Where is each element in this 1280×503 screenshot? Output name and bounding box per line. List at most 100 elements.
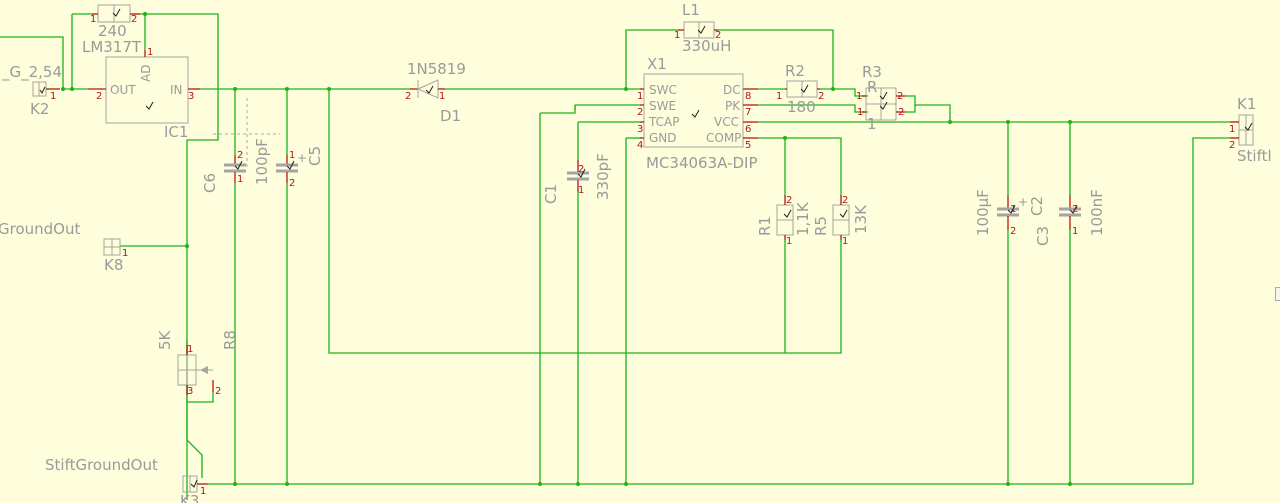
c5-name: C5 [306,146,324,166]
l1-name: L1 [682,1,700,19]
r5-pin1: 1 [842,236,848,247]
capacitor-c1[interactable]: 2 1 C1 330pF [542,153,612,204]
wires [0,13,1230,500]
k1-pin1: 1 [1229,124,1235,135]
r8-pin2: 2 [215,386,221,397]
x1-pin3: 3 [637,124,643,135]
capacitor-c2[interactable]: 1 2 + 100µF C2 [974,189,1046,237]
l1-pin1: 1 [674,30,680,41]
c2-pin1: 1 [1010,204,1016,215]
k8-name: K8 [104,256,123,274]
r5-pin2: 2 [842,195,848,206]
c6-pin1: 1 [237,174,243,185]
x1-pin-dc: DC [723,83,741,97]
d1-name: D1 [440,107,461,125]
x1-pin-tcap: TCAP [648,115,679,129]
inductor-l1[interactable]: 1 2 L1 330uH [674,1,731,55]
resistor-r2[interactable]: 1 2 R2 180 [776,62,824,116]
x1-pin-pk: PK [725,99,741,113]
r3-value: 1 [867,115,877,133]
r240-value: 240 [98,22,127,40]
connector-k1[interactable]: 1 2 K1 Stiftl [1229,95,1272,165]
x1-pin-swe: SWE [649,99,676,113]
junctions [61,12,1072,486]
connector-k3[interactable]: 1 K3 [180,475,208,503]
k3-name: K3 [180,492,199,503]
resistor-r1[interactable]: 2 1 R1 1,1K [756,195,812,247]
groundout-label: GroundOut [0,220,80,238]
r4-name: R [867,78,877,96]
regulator-ic1[interactable]: LM317T OUT IN AD 2 3 1 IC1 [82,38,200,141]
potentiometer-r8[interactable]: 1 3 2 5K R8 [156,329,239,397]
c2-plus: + [1018,195,1028,209]
r1-name: R1 [756,216,774,236]
ic1-pin-out: OUT [110,83,136,97]
ic-x1-mc34063a[interactable]: X1 SWC SWE TCAP GND DC PK VCC COMP 1 2 3… [637,55,758,172]
d1-pin2: 2 [405,91,411,102]
c3-value: 100nF [1088,189,1106,236]
c5-plus: + [297,151,307,165]
capacitor-c6[interactable]: 2 1 C6 100pF [201,138,271,193]
ic1-pin2: 2 [96,91,102,102]
x1-pin7: 7 [745,107,751,118]
ic1-pin-adj: AD [139,65,153,82]
c6-name: C6 [201,173,219,193]
resistor-240[interactable]: 1 2 240 [90,4,140,40]
r1-value: 1,1K [794,201,812,236]
r3-pin1: 1 [856,91,862,102]
capacitor-c5[interactable]: 1 2 + C5 [276,146,324,189]
stiftgroundout-label: StiftGroundOut [45,456,158,474]
d1-value: 1N5819 [407,60,466,78]
d1-pin1: 1 [439,91,445,102]
resistor-r4[interactable]: 1 2 1 [857,101,905,133]
c3-pin1: 1 [1072,226,1078,237]
c6-value: 100pF [253,138,271,185]
r3-pin2: 2 [897,91,903,102]
capacitor-c3[interactable]: 2 1 C3 100nF [1034,189,1106,246]
r1-pin1: 1 [786,236,792,247]
x1-pin8: 8 [745,91,751,102]
k1-net-label: Stiftl [1237,147,1272,165]
k2-name: K2 [30,100,49,118]
c2-name: C2 [1028,196,1046,216]
c1-pin1: 1 [578,185,584,196]
resistor-r3[interactable]: 1 2 R3 R [856,63,905,105]
x1-pin-swc: SWC [649,83,677,97]
k1-pin2: 2 [1229,140,1235,151]
c1-pin2: 2 [578,164,584,175]
x1-pin-gnd: GND [649,131,677,145]
scrollbar-stub[interactable] [1275,287,1280,301]
r8-pin1: 1 [187,344,193,355]
c3-pin2: 2 [1072,204,1078,215]
connector-k8[interactable]: 1 K8 [103,238,128,274]
ic1-pin3: 3 [188,91,194,102]
r240-pin1: 1 [90,14,96,25]
r2-pin1: 1 [776,91,782,102]
connector-k2[interactable]: 1 _G_2,54 K2 [1,63,62,118]
resistor-r5[interactable]: 2 1 R5 13K [812,195,870,247]
r5-name: R5 [812,216,830,236]
r4-pin2: 2 [898,107,904,118]
r8-name: R8 [221,330,239,350]
x1-value: MC34063A-DIP [646,154,758,172]
c5-pin1: 1 [289,150,295,161]
c6-pin2: 2 [237,150,243,161]
r5-value: 13K [852,204,870,234]
lm317-value: LM317T [82,38,142,56]
x1-pin6: 6 [745,124,751,135]
r2-pin2: 2 [818,91,824,102]
x1-pin-comp: COMP [706,131,741,145]
x1-pin-vcc: VCC [714,115,739,129]
ic1-pin-in: IN [170,83,183,97]
k1-name: K1 [1237,95,1256,113]
r8-value: 5K [156,329,174,350]
k2-pin1: 1 [50,91,56,102]
crosshair-cursor [213,98,280,170]
diode-d1[interactable]: 2 1 1N5819 D1 [405,60,466,125]
r4-pin1: 1 [857,107,863,118]
x1-pin1: 1 [637,91,643,102]
r2-value: 180 [787,98,816,116]
k8-pin1: 1 [122,248,128,259]
c3-name: C3 [1034,226,1052,246]
